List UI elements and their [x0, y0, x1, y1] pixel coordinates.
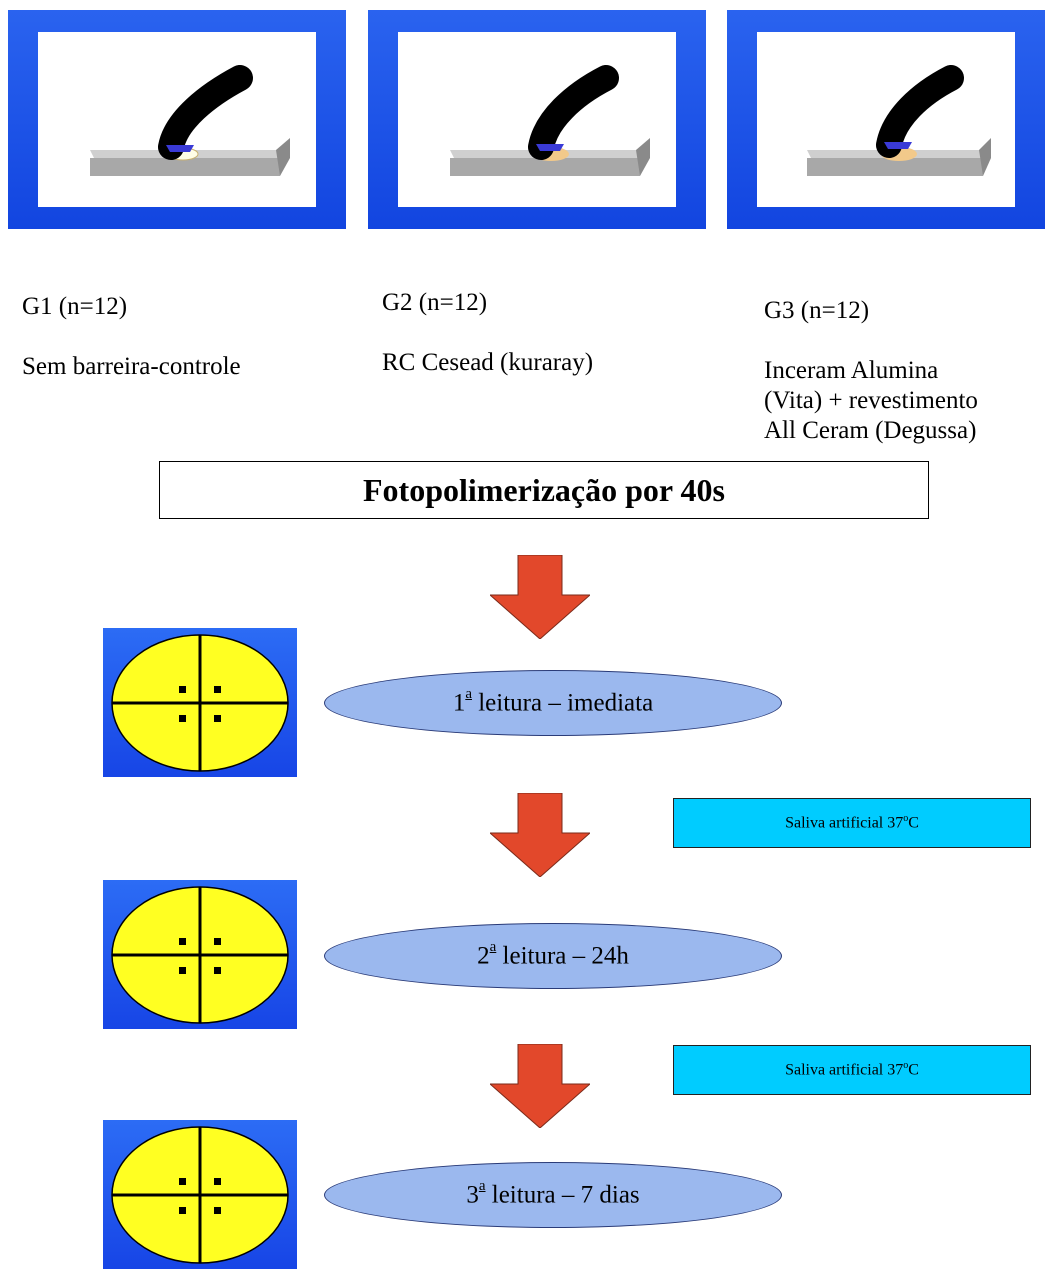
reading-2: 2a leitura – 24h: [324, 923, 782, 989]
down-arrow-icon: [490, 1044, 590, 1128]
reading-3-label: 3a leitura – 7 dias: [466, 1177, 640, 1209]
curing-light-icon: [90, 65, 290, 176]
group-1-description: Sem barreira-controle: [22, 353, 241, 380]
group-2-image: [368, 10, 706, 229]
down-arrow-icon: [490, 793, 590, 877]
group-2-description: RC Cesead (kuraray): [382, 349, 594, 376]
specimen-disk-3: [103, 1120, 297, 1269]
specimen-disk-icon: [111, 634, 289, 772]
specimen-disk-icon: [111, 886, 289, 1024]
storage-label-1: Saliva artificial 37oC: [785, 813, 919, 832]
storage-box-2: Saliva artificial 37oC: [673, 1045, 1031, 1095]
reading-3: 3a leitura – 7 dias: [324, 1162, 782, 1228]
group-2-id: G2 (n=12): [382, 289, 488, 316]
group-3-description: Inceram Alumina (Vita) + revestimento Al…: [764, 357, 978, 444]
storage-box-1: Saliva artificial 37oC: [673, 798, 1031, 848]
group-1-image: [8, 10, 346, 229]
group-3-id: G3 (n=12): [764, 297, 870, 324]
curing-light-icon: [450, 65, 650, 176]
specimen-disk-icon: [111, 1126, 289, 1264]
process-title: Fotopolimerização por 40s: [362, 471, 725, 508]
group-1-id: G1 (n=12): [22, 293, 128, 320]
group-3-label: G3 (n=12) Inceram Alumina (Vita) + reves…: [764, 266, 978, 476]
process-title-box: Fotopolimerização por 40s: [159, 461, 929, 519]
group-3-image: [727, 10, 1045, 229]
group-2-label: G2 (n=12) RC Cesead (kuraray): [382, 258, 593, 408]
down-arrow-icon: [490, 555, 590, 639]
curing-light-icon: [807, 65, 991, 176]
reading-2-label: 2a leitura – 24h: [477, 938, 629, 970]
reading-1: 1a leitura – imediata: [324, 670, 782, 736]
reading-1-label: 1a leitura – imediata: [452, 685, 654, 717]
group-1-label: G1 (n=12) Sem barreira-controle: [22, 262, 241, 412]
storage-label-2: Saliva artificial 37oC: [785, 1060, 919, 1079]
specimen-disk-1: [103, 628, 297, 777]
specimen-disk-2: [103, 880, 297, 1029]
